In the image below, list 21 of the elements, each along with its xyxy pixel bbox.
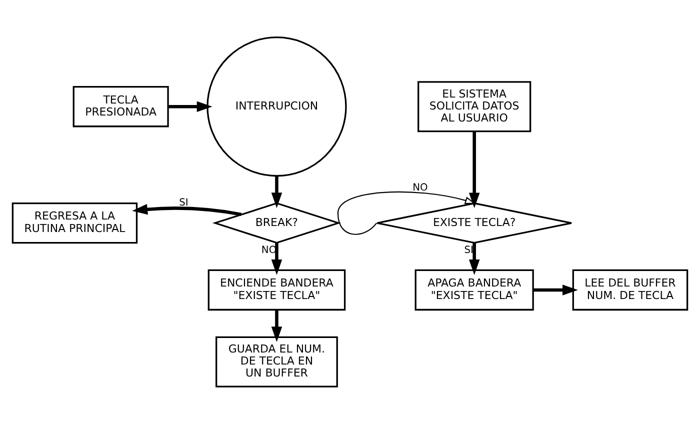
arrow xyxy=(468,242,480,275)
edge-label: SI xyxy=(179,197,188,208)
node-diamond: EXISTE TECLA? xyxy=(376,202,572,244)
node-box: GUARDA EL NUM. DE TECLA EN UN BUFFER xyxy=(216,336,338,388)
node-box: TECLA PRESIONADA xyxy=(72,86,169,128)
node-box: EL SISTEMA SOLICITA DATOS AL USUARIO xyxy=(418,81,532,132)
arrow xyxy=(132,204,242,216)
node-circle: INTERRUPCION xyxy=(206,36,347,177)
node-diamond: BREAK? xyxy=(212,202,342,244)
edge-label: NO xyxy=(412,182,428,194)
node-box: REGRESA A LA RUTINA PRINCIPAL xyxy=(12,202,138,244)
node-box: APAGA BANDERA "EXISTE TECLA" xyxy=(414,269,534,311)
arrow xyxy=(168,101,212,112)
node-box: ENCIENDE BANDERA "EXISTE TECLA" xyxy=(208,269,346,311)
arrow xyxy=(271,310,282,342)
edge-label: SI xyxy=(464,244,474,256)
arrow xyxy=(533,284,578,296)
arrow xyxy=(271,176,282,208)
arrow xyxy=(271,242,282,275)
arrow xyxy=(468,131,480,208)
node-box: LEE DEL BUFFER NUM. DE TECLA xyxy=(572,269,688,311)
